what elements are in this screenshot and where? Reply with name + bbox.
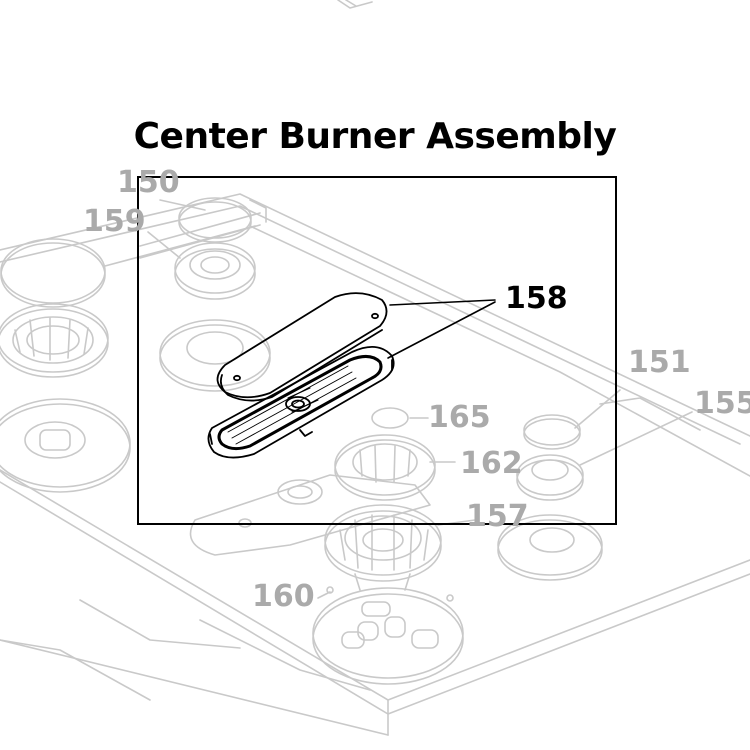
callout-158: 158 xyxy=(505,281,568,316)
diagram-title: Center Burner Assembly xyxy=(133,116,617,157)
callout-159: 159 xyxy=(83,204,146,239)
highlight-frame xyxy=(137,176,617,525)
part-158-drawing xyxy=(207,292,496,459)
callout-165: 165 xyxy=(428,400,491,435)
callout-155: 155 xyxy=(694,386,750,421)
callout-157: 157 xyxy=(466,499,529,534)
callout-151: 151 xyxy=(628,345,691,380)
callout-160: 160 xyxy=(252,579,315,614)
callout-150: 150 xyxy=(117,165,180,200)
callout-162: 162 xyxy=(460,446,523,481)
